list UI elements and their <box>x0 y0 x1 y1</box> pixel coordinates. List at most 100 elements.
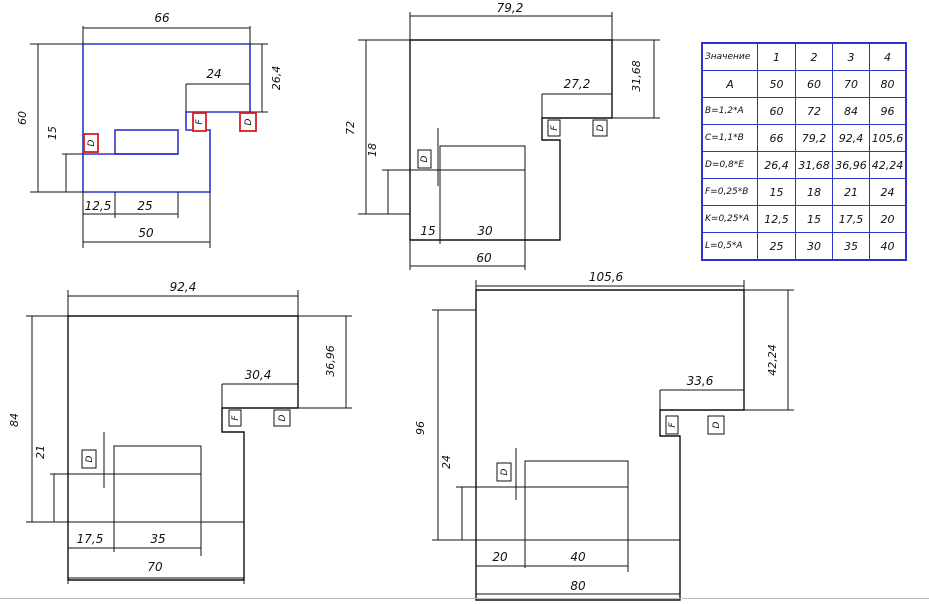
table-cell: 92,4 <box>832 124 870 152</box>
table-cell: 66 <box>757 124 796 152</box>
table-cell: 84 <box>832 97 870 125</box>
table-cell: 26,4 <box>757 151 796 179</box>
dim-seg2: 40 <box>570 550 586 564</box>
table-row: A 50 60 70 80 <box>701 70 907 98</box>
dim-notch: 30,4 <box>245 368 272 382</box>
dim-left: 96 <box>414 421 427 435</box>
table-cell: 21 <box>832 178 870 206</box>
table-row: K=0,25*A 12,5 15 17,5 20 <box>701 205 907 233</box>
table-row: C=1,1*B 66 79,2 92,4 105,6 <box>701 124 907 152</box>
label-box-a <box>417 149 432 169</box>
table-cell: 31,68 <box>795 151 833 179</box>
dim-inner: 24 <box>440 455 453 469</box>
table-header-cell: 4 <box>869 42 907 71</box>
dim-notch: 27,2 <box>564 77 591 91</box>
dim-inner: 15 <box>46 126 59 140</box>
dim-left: 60 <box>16 111 29 125</box>
table-cell: 35 <box>832 232 870 261</box>
dim-seg1: 15 <box>420 224 435 238</box>
label-box-b <box>228 409 242 427</box>
table-cell: 36,96 <box>832 151 870 179</box>
label-a: D <box>87 139 97 146</box>
dim-top: 66 <box>154 11 170 25</box>
dim-right: 26,4 <box>270 66 283 91</box>
label-a: D <box>85 455 95 462</box>
table-cell: A <box>701 70 758 98</box>
inner-cutout <box>114 129 179 155</box>
table-cell: C=1,1*B <box>701 124 758 152</box>
table-cell: 60 <box>757 97 796 125</box>
table-cell: 15 <box>757 178 796 206</box>
table-cell: 18 <box>795 178 833 206</box>
table-cell: D=0,8*E <box>701 151 758 179</box>
table-cell: 60 <box>795 70 833 98</box>
part-outline <box>82 43 251 193</box>
drawing-variant-3: 92,4 30,4 36,96 84 21 D F D 17,5 35 <box>8 280 352 584</box>
dim-right: 42,24 <box>766 344 779 376</box>
label-c: D <box>712 421 722 428</box>
table-cell: 20 <box>869 205 907 233</box>
dim-seg2: 30 <box>477 224 493 238</box>
label-box-b <box>192 112 207 132</box>
label-c: D <box>244 118 254 125</box>
dim-seg2: 25 <box>137 199 152 213</box>
label-c: D <box>278 414 288 421</box>
label-a: D <box>420 155 430 162</box>
dim-notch: 24 <box>206 67 221 81</box>
table-cell: 25 <box>757 232 796 261</box>
label-b: F <box>668 422 678 428</box>
table-header-cell: 1 <box>757 42 796 71</box>
label-box-a <box>496 462 512 482</box>
dim-left: 72 <box>344 121 357 135</box>
table-cell: 42,24 <box>869 151 907 179</box>
label-b: F <box>231 415 241 421</box>
table-cell: 70 <box>832 70 870 98</box>
dim-bottom: 70 <box>147 560 163 574</box>
inner-cutout <box>113 445 202 475</box>
parameter-table: Значение 1 2 3 4 A 50 60 70 80 B=1,2*A 6… <box>701 42 907 261</box>
table-row: D=0,8*E 26,4 31,68 36,96 42,24 <box>701 151 907 179</box>
table-cell: 12,5 <box>757 205 796 233</box>
dim-seg1: 12,5 <box>85 199 112 213</box>
dim-inner: 21 <box>34 445 47 459</box>
label-box-c <box>273 409 291 427</box>
drawing-variant-2: 79,2 27,2 31,68 72 18 D F D 15 30 6 <box>344 1 660 270</box>
dim-right: 36,96 <box>324 345 337 377</box>
label-b: F <box>195 119 205 125</box>
table-cell: 17,5 <box>832 205 870 233</box>
table-header-cell: 2 <box>795 42 833 71</box>
label-box-b <box>665 415 679 435</box>
label-box-a <box>83 133 99 153</box>
table-header-cell: Значение <box>701 42 758 71</box>
part-outline <box>475 289 745 601</box>
dim-bottom: 80 <box>570 579 586 593</box>
inner-cutout <box>439 145 526 171</box>
table-cell: 80 <box>869 70 907 98</box>
table-row: B=1,2*A 60 72 84 96 <box>701 97 907 125</box>
dim-top: 105,6 <box>589 270 624 284</box>
dim-bottom: 60 <box>476 251 492 265</box>
label-box-c <box>707 415 725 435</box>
dim-inner: 18 <box>366 143 379 157</box>
drawing-variant-1: 66 24 26,4 60 15 D F D 12,5 25 50 <box>16 11 283 248</box>
dim-seg1: 20 <box>492 550 508 564</box>
inner-cutout <box>524 460 629 488</box>
table-cell: 15 <box>795 205 833 233</box>
label-box-a <box>81 449 97 469</box>
table-cell: K=0,25*A <box>701 205 758 233</box>
dim-right: 31,68 <box>630 60 643 92</box>
label-box-b <box>547 119 561 137</box>
table-row: F=0,25*B 15 18 21 24 <box>701 178 907 206</box>
table-cell: B=1,2*A <box>701 97 758 125</box>
dim-top: 92,4 <box>170 280 197 294</box>
dim-top: 79,2 <box>497 1 524 15</box>
table-cell: 40 <box>869 232 907 261</box>
bottom-divider <box>0 598 929 599</box>
table-row: L=0,5*A 25 30 35 40 <box>701 232 907 261</box>
table-header-row: Значение 1 2 3 4 <box>701 42 907 71</box>
label-a: D <box>500 468 510 475</box>
table-header-cell: 3 <box>832 42 870 71</box>
dim-seg2: 35 <box>150 532 165 546</box>
table-cell: 105,6 <box>869 124 907 152</box>
